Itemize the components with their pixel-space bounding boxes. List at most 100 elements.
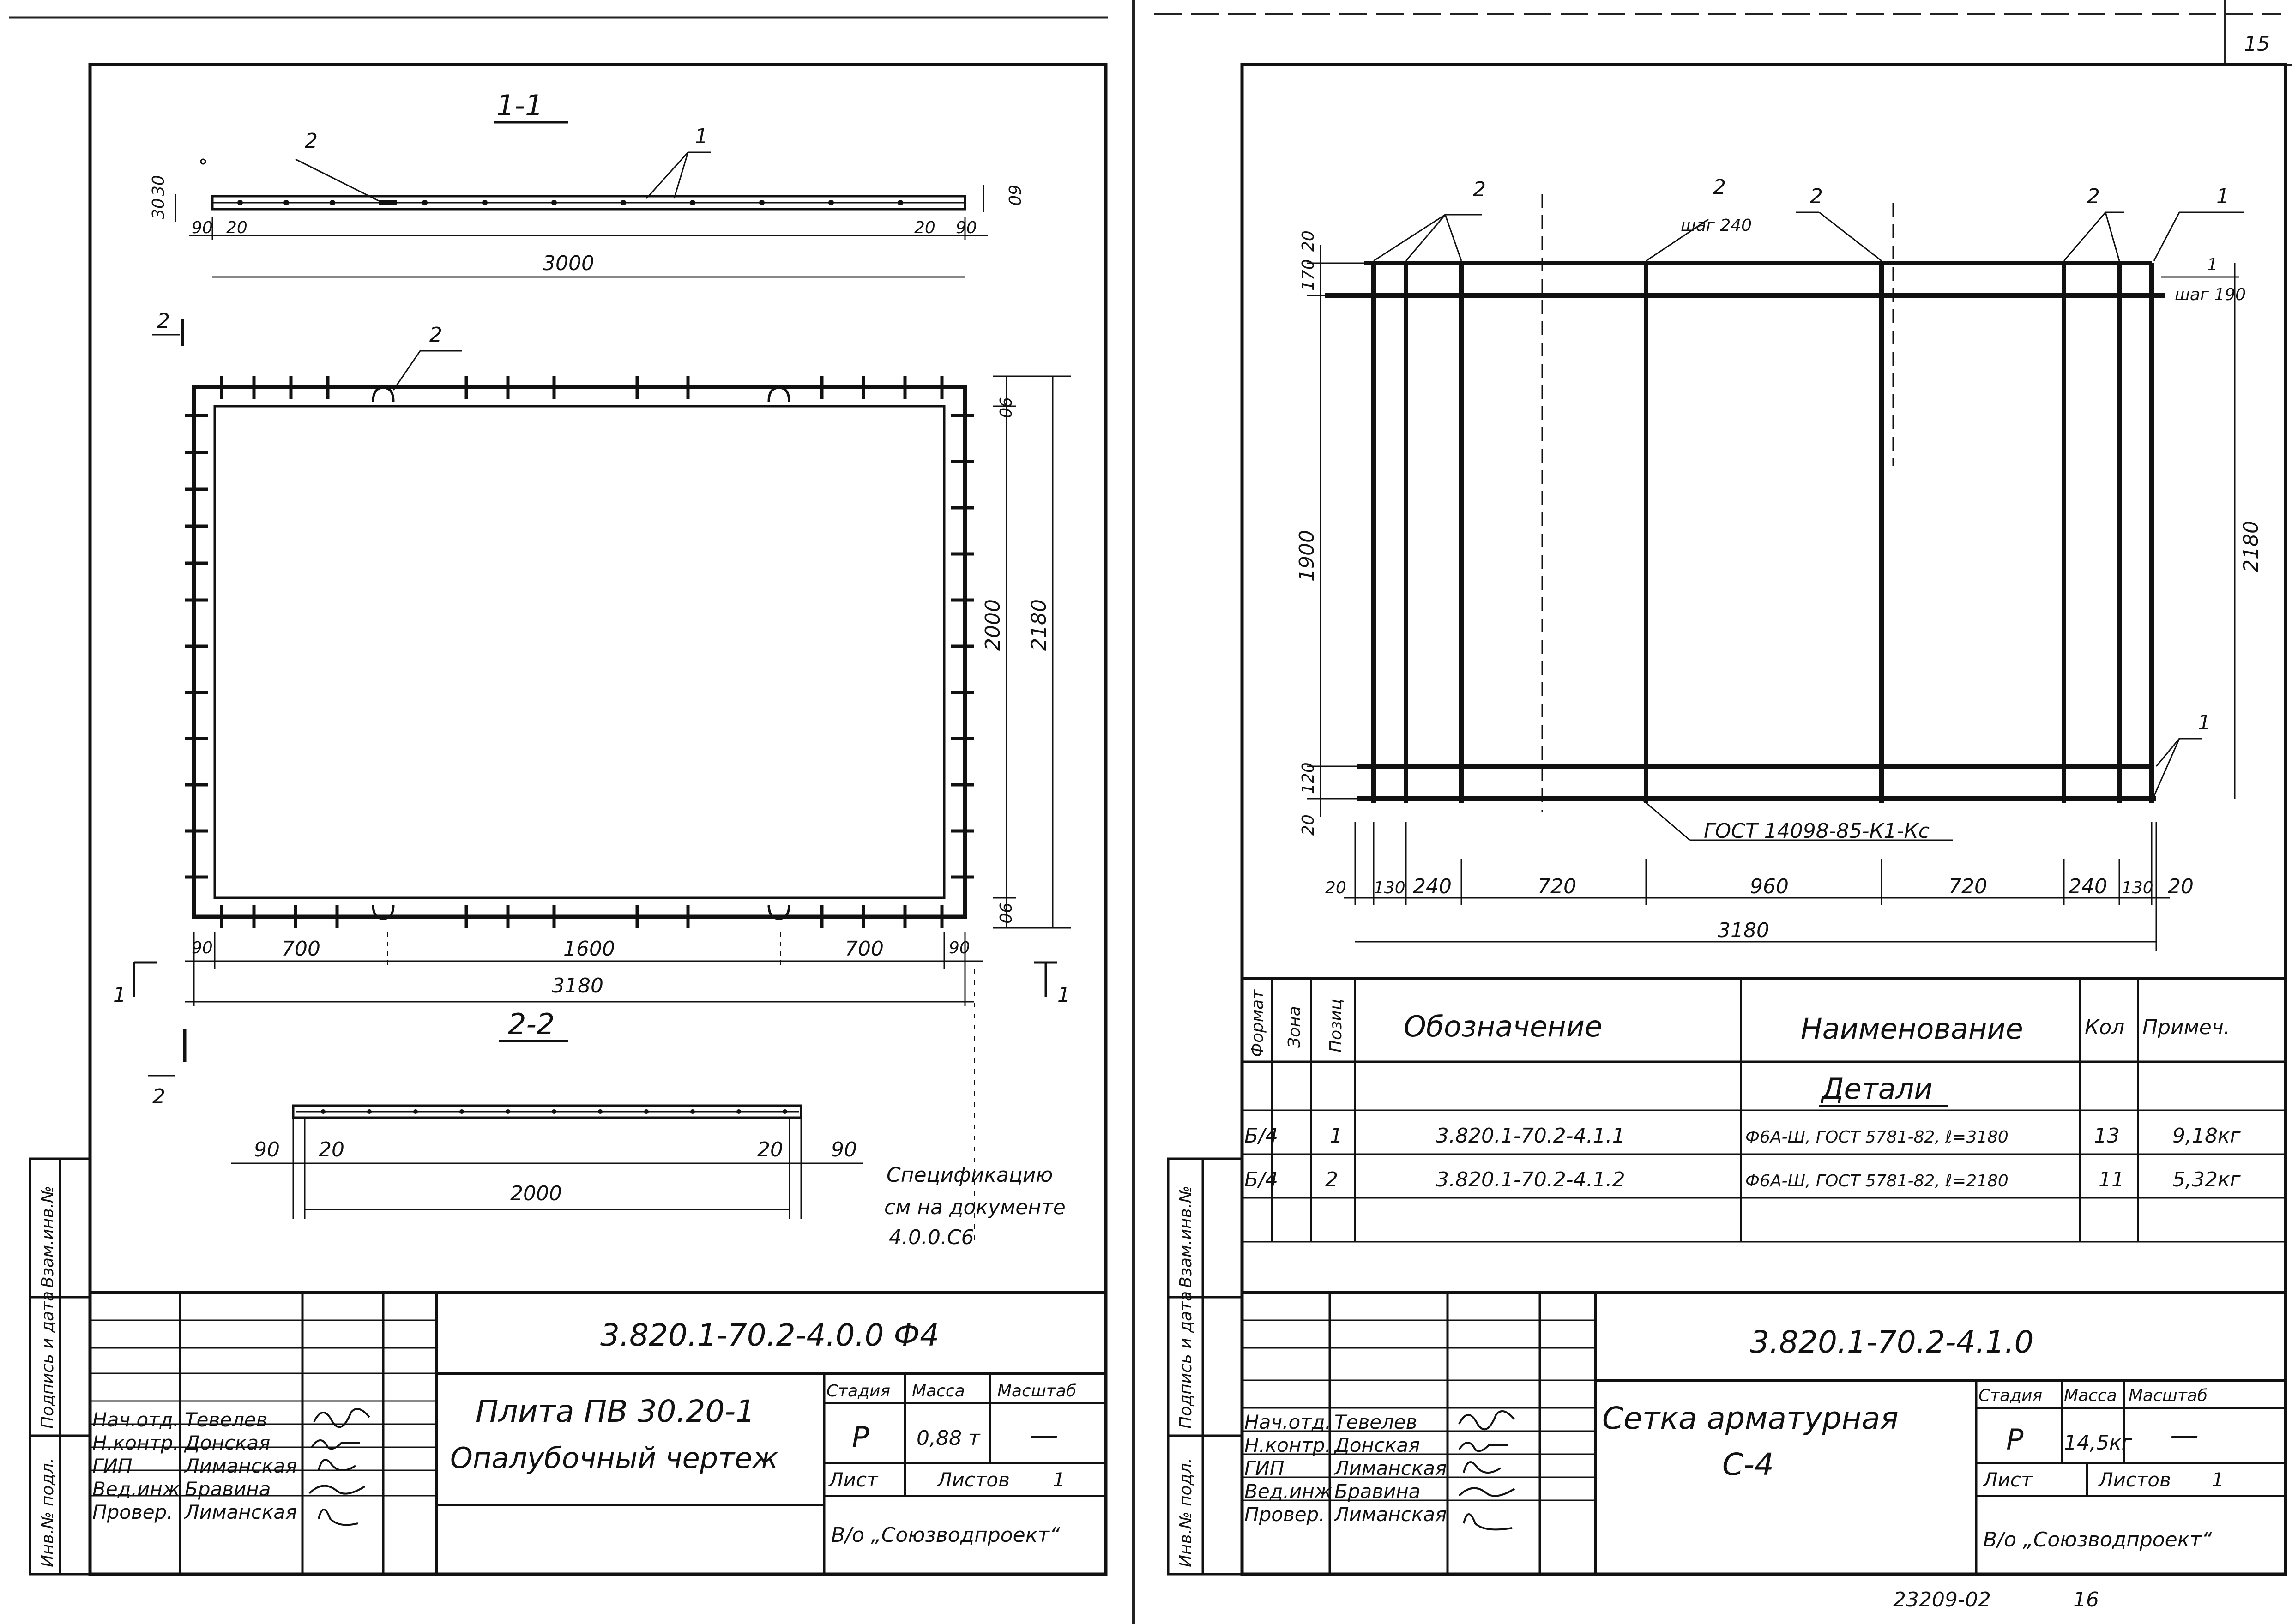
right-sheets-count: 1 [2212, 1468, 2224, 1491]
left-name-line-1: Плита ПВ 30.20-1 [476, 1394, 755, 1429]
dim-bottom-960: 960 [1750, 875, 1789, 898]
right-stage-label: Стадия [1978, 1386, 2042, 1405]
dim-90l: 90 [192, 218, 213, 237]
left-role-5: Провер. [92, 1501, 173, 1523]
dim-90-left: 90 [192, 938, 213, 957]
right-role-2: Н.контр. [1244, 1434, 1331, 1456]
spec-row-2-name: Ф6А-Ш, ГОСТ 5781-82, ℓ=2180 [1745, 1172, 2009, 1191]
mesh-label-1b: 1 [2207, 255, 2218, 274]
right-mass-label: Масса [2064, 1386, 2117, 1405]
mesh-label-2b: 2 [1713, 175, 1726, 199]
left-role-1: Нач.отд. [92, 1408, 179, 1431]
left-sheets-count: 1 [1053, 1468, 1065, 1491]
right-stage: Р [2006, 1423, 2024, 1456]
dim-2-2-20-left: 20 [319, 1138, 344, 1161]
right-sheet-label: Лист [1982, 1468, 2033, 1491]
mesh-label-2d: 2 [2087, 185, 2100, 208]
mesh-label-2c: 2 [1810, 185, 1823, 208]
dim-bottom-20a: 20 [1325, 878, 1346, 897]
right-org: В/о „Союзводпроект“ [1983, 1528, 2212, 1552]
section-mark-2-top: 2 [157, 309, 170, 333]
dim-20l: 20 [226, 218, 247, 237]
dim-right-2180: 2180 [2239, 521, 2263, 572]
left-scale: — [1030, 1418, 1058, 1452]
footer-page: 16 [2073, 1588, 2099, 1612]
dim-90-bottom: 90 [995, 902, 1014, 924]
dim-30b: 30 [149, 175, 168, 196]
pos-label-1a: 1 [695, 125, 708, 148]
right-role-4: Вед.инж [1244, 1480, 1332, 1503]
right-person-5: Лиманская [1333, 1503, 1447, 1526]
left-org: В/о „Союзводпроект“ [831, 1523, 1060, 1547]
dim-left-120: 120 [1299, 762, 1318, 794]
section-2-2-title: 2-2 [508, 1007, 555, 1041]
page-number: 15 [2244, 32, 2270, 56]
stamp-inv-podl-right: Инв.№ подл. [1176, 1458, 1195, 1567]
dim-bottom-130a: 130 [1374, 878, 1405, 897]
right-sheet: 2 2 шаг 240 2 2 1 1 шаг 190 1 ГОСТ 14098… [1168, 65, 2286, 1574]
dim-1600: 1600 [563, 937, 615, 961]
spec-h-name: Наименование [1801, 1012, 2023, 1046]
spec-row-1-note: 9,18кг [2172, 1124, 2241, 1148]
left-signatures [309, 1409, 369, 1525]
left-scale-label: Масштаб [997, 1382, 1076, 1401]
spec-row-1-pos: 1 [1330, 1124, 1343, 1148]
pos-label-2b: 2 [429, 323, 442, 347]
spec-h-qty: Кол [2085, 1016, 2124, 1039]
spec-row-1-qty: 13 [2094, 1124, 2120, 1148]
dim-700-left: 700 [282, 937, 320, 961]
mesh-label-1c: 1 [2198, 711, 2211, 734]
dim-60: 60 [1005, 185, 1024, 206]
right-scale: — [2170, 1418, 2199, 1452]
dim-3000: 3000 [543, 252, 594, 275]
left-role-4: Вед.инж [92, 1478, 180, 1500]
dim-bottom-130b: 130 [2122, 878, 2153, 897]
right-role-1: Нач.отд. [1244, 1411, 1331, 1433]
left-role-2: Н.контр. [92, 1432, 179, 1454]
footer-code: 23209-02 [1893, 1588, 1991, 1612]
dim-bottom-3180: 3180 [1718, 919, 1769, 942]
section-1-1-title: 1-1 [496, 89, 543, 122]
dim-2-2-20-right: 20 [757, 1138, 783, 1161]
mesh-label-2a: 2 [1473, 178, 1486, 201]
right-person-4: Бравина [1334, 1480, 1420, 1503]
spec-row-1-format: Б/4 [1244, 1124, 1278, 1148]
left-sheet: 1-1 2 1 30 30 60 90 20 20 90 3000 [30, 65, 1106, 1574]
spec-row-2-qty: 11 [2099, 1168, 2124, 1191]
left-sheet-label: Лист [828, 1468, 879, 1491]
spec-row-1-name: Ф6А-Ш, ГОСТ 5781-82, ℓ=3180 [1745, 1128, 2009, 1147]
mesh-step-190: шаг 190 [2175, 285, 2246, 304]
right-person-1: Тевелев [1334, 1411, 1417, 1433]
dim-bottom-720b: 720 [1948, 875, 1987, 898]
dim-2-2-90-right: 90 [831, 1138, 857, 1161]
left-designation: 3.820.1-70.2-4.0.0 Ф4 [600, 1317, 939, 1353]
right-sheets-label: Листов [2098, 1468, 2171, 1491]
right-name-line-1: Сетка арматурная [1602, 1401, 1899, 1436]
mesh-label-1a: 1 [2216, 185, 2229, 208]
spec-h-format: Формат [1248, 989, 1267, 1057]
left-mass-label: Масса [912, 1382, 965, 1401]
dim-left-170: 170 [1299, 259, 1318, 291]
stamp-vzam-inv-right: Взам.инв.№ [1176, 1185, 1195, 1288]
stamp-signature-date: Подпись и дата [38, 1291, 57, 1429]
spec-h-note: Примеч. [2142, 1016, 2230, 1039]
section-mark-2-bottom: 2 [152, 1085, 165, 1108]
dim-2180: 2180 [1027, 599, 1051, 651]
note-line-1: Спецификацию [887, 1163, 1053, 1187]
left-person-1: Тевелев [185, 1408, 268, 1431]
dim-90r: 90 [956, 218, 977, 237]
spec-row: Б/4 1 3.820.1-70.2-4.1.1 Ф6А-Ш, ГОСТ 578… [1244, 1124, 2241, 1148]
dim-bottom-720a: 720 [1538, 875, 1576, 898]
note-line-2: см на документе [884, 1196, 1066, 1219]
dim-2-2-2000: 2000 [510, 1182, 562, 1205]
left-sheets-label: Листов [936, 1468, 1010, 1491]
spec-row-2-pos: 2 [1325, 1168, 1338, 1191]
right-name-line-2: С-4 [1722, 1447, 1774, 1482]
stamp-vzam-inv: Взам.инв.№ [38, 1185, 57, 1288]
spec-row: Б/4 2 3.820.1-70.2-4.1.2 Ф6А-Ш, ГОСТ 578… [1244, 1168, 2241, 1191]
right-signatures [1459, 1411, 1514, 1529]
right-role-3: ГИП [1244, 1457, 1284, 1480]
right-designation: 3.820.1-70.2-4.1.0 [1750, 1324, 2033, 1360]
right-person-3: Лиманская [1333, 1457, 1447, 1480]
